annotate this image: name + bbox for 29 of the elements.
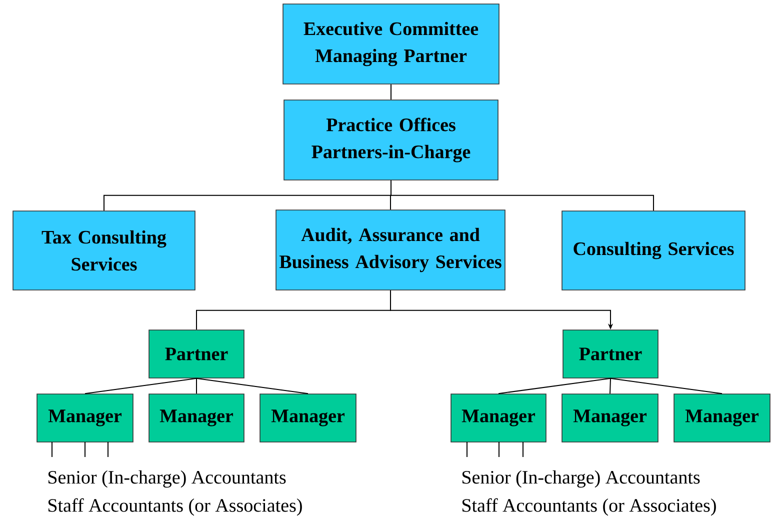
org-box: Manager [36,394,134,442]
connector-line [390,180,654,212]
org-box: Manager [148,394,244,442]
connector-line [196,378,308,394]
caption-text: Staff Accountants (or Associates) [48,498,302,516]
connector-line [196,378,197,394]
tick-line [522,442,524,458]
org-box: Consulting Services [562,210,746,290]
caption-text: Staff Accountants (or Associates) [462,498,716,516]
tick-line [498,442,500,458]
tick-line [466,442,468,458]
org-box: Audit, Assurance and Business Advisory Services [276,210,506,290]
connector-line [610,378,722,394]
org-box: Practice Offices Partners-in-Charge [284,100,498,180]
org-box: Manager [450,394,546,442]
connector-line [610,378,611,394]
org-box: Partner [562,330,658,378]
org-box: Partner [148,330,244,378]
org-box: Manager [260,394,356,442]
caption-text: Senior (In-charge) Accountants [48,470,286,488]
connector-line [390,84,392,100]
connector-line [498,378,611,394]
connector-line [84,378,197,394]
caption-text: Senior (In-charge) Accountants [462,470,700,488]
org-box: Tax Consulting Services [12,210,196,290]
org-box: Manager [562,394,658,442]
tick-line [84,442,86,458]
org-box: Executive Committee Managing Partner [282,4,500,84]
org-box: Manager [674,394,770,442]
